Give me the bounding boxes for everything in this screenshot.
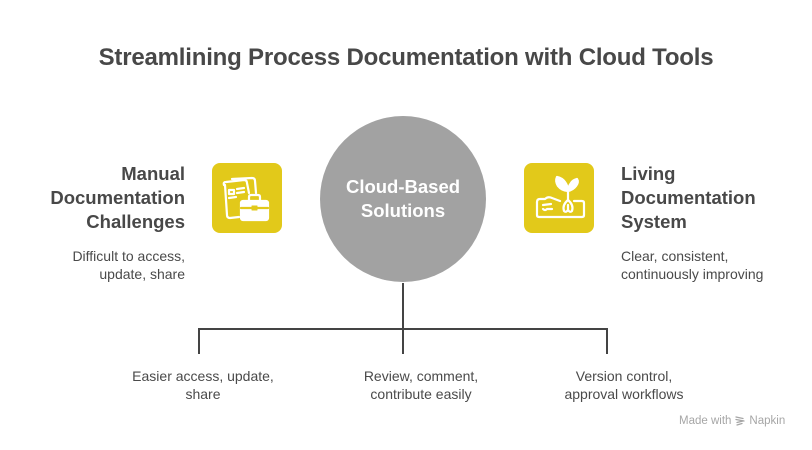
left-description-line: update, share [99,266,185,282]
branch-label-line: Review, comment, [363,368,479,384]
left-heading-line: Manual [121,163,185,184]
right-description: Clear, consistent, continuously improvin… [621,247,763,283]
center-label: Cloud-Based Solutions [346,175,460,223]
left-heading-line: Documentation [50,187,185,208]
left-heading: Manual Documentation Challenges [50,162,185,234]
right-heading-line: Documentation [621,187,756,208]
watermark-prefix: Made with [679,415,732,427]
branch-label: Version control, approval workflows [524,367,724,403]
branch-label-line: Easier access, update, [132,368,274,384]
right-heading-line: System [621,211,687,232]
branch-label: Review, comment, contribute easily [321,367,521,403]
napkin-watermark[interactable]: Made with Napkin [679,415,785,427]
documents-briefcase-icon [212,163,282,233]
left-description-line: Difficult to access, [72,248,185,264]
branch-label-line: approval workflows [564,386,684,402]
branch-label: Easier access, update, share [103,367,303,403]
branch-label-line: Version control, [575,368,673,384]
center-label-line: Cloud-Based [345,176,461,197]
right-description-line: Clear, consistent, [621,248,729,264]
left-description: Difficult to access, update, share [72,247,185,283]
center-label-line: Solutions [360,200,446,221]
left-heading-line: Challenges [86,211,185,232]
napkin-logo-icon [735,416,746,426]
right-heading-line: Living [621,163,676,184]
watermark-brand: Napkin [749,415,786,427]
right-heading: Living Documentation System [621,162,756,234]
diagram-title: Streamlining Process Documentation with … [98,44,714,71]
branch-label-line: contribute easily [370,386,472,402]
right-description-line: continuously improving [621,266,764,282]
sprouting-plant-icon [524,163,594,233]
center-node: Cloud-Based Solutions [320,116,486,282]
branch-label-line: share [185,386,221,402]
